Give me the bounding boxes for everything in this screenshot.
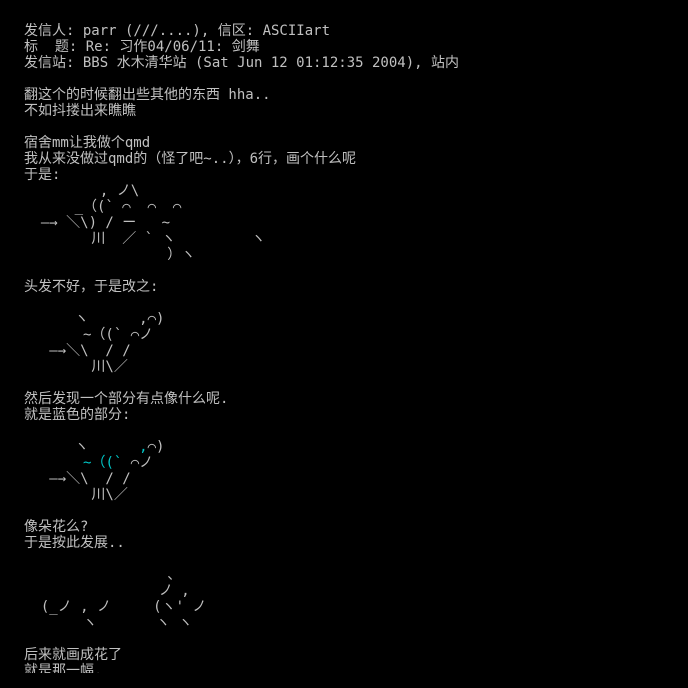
highlighted-part: ,	[139, 439, 148, 455]
terminal-screen: 发信人: parr (///....), 信区: ASCIIart 标 题: R…	[24, 23, 674, 673]
ascii-art-revised: ヽ ,⌒) ~（(` ⌒ノ ―→＼\ / / 川\／	[24, 311, 674, 375]
blank-line	[24, 263, 674, 279]
body-text-line: 后来就画成花了	[24, 647, 122, 663]
highlighted-part: ~（(`	[83, 455, 123, 471]
ascii-art-line: 川\／	[24, 359, 128, 375]
ascii-art-line: 川 ／ ` ヽ ヽ	[24, 231, 266, 247]
body-text-line: 于是按此发展..	[24, 535, 125, 551]
ascii-art-flowers: 、 ノ , (_ノ , ノ (ヽ' ノ ヽ ヽ ヽ	[24, 567, 674, 631]
body-text-line: 不如抖搂出来瞧瞧	[24, 103, 136, 119]
body-text-line: 于是:	[24, 167, 61, 183]
header-site: 发信站: BBS 水木清华站 (Sat Jun 12 01:12:35 2004…	[24, 55, 460, 71]
body-text-line: 宿舍mm让我做个qmd	[24, 135, 151, 151]
ascii-art-line: ~（(` ⌒ノ	[24, 327, 154, 343]
ascii-art-line: ）ヽ	[24, 247, 196, 263]
blank-line	[24, 551, 674, 567]
ascii-art-line: _（(` ⌒ ⌒ ⌒	[24, 199, 182, 215]
body-text-line: 就是蓝色的部分:	[24, 407, 131, 423]
header-title: 标 题: Re: 习作04/06/11: 剑舞	[24, 39, 260, 55]
ascii-art-line: , ノ\	[24, 183, 140, 199]
ascii-art-line: ―→＼\ / /	[24, 343, 131, 359]
body-text-line: 头发不好，于是改之:	[24, 279, 159, 295]
blank-line	[24, 375, 674, 391]
ascii-art-sword-dance: , ノ\ _（(` ⌒ ⌒ ⌒ ―→ ＼\) / ー ~ 川 ／ ` ヽ ヽ ）…	[24, 183, 674, 263]
blank-line	[24, 423, 674, 439]
ascii-art-line: ヽ ,⌒)	[24, 439, 165, 455]
ascii-art-line: 川\／	[24, 487, 128, 503]
blank-line	[24, 631, 674, 647]
blank-line	[24, 119, 674, 135]
ascii-art-highlighted: ヽ ,⌒) ~（(` ⌒ノ ―→＼\ / / 川\／	[24, 439, 674, 503]
ascii-art-line: ―→ ＼\) / ー ~	[24, 215, 171, 231]
body-text-line: 就是那一幅.	[24, 663, 103, 673]
blank-line	[24, 503, 674, 519]
body-text-line: 然后发现一个部分有点像什么呢.	[24, 391, 229, 407]
blank-line	[24, 295, 674, 311]
body-text-line: 我从来没做过qmd的（怪了吧~..），6行，画个什么呢	[24, 151, 356, 167]
ascii-art-line: ヽ ,⌒)	[24, 311, 165, 327]
body-text-line: 像朵花么?	[24, 519, 89, 535]
ascii-art-line: ―→＼\ / /	[24, 471, 131, 487]
blank-line	[24, 71, 674, 87]
ascii-art-line: (_ノ , ノ (ヽ' ノ	[24, 599, 207, 615]
ascii-art-line: ノ ,	[24, 583, 190, 599]
ascii-art-line: ~（(` ⌒ノ	[83, 455, 154, 471]
ascii-art-line: ヽ ヽ ヽ	[24, 615, 193, 631]
header-from: 发信人: parr (///....), 信区: ASCIIart	[24, 23, 331, 39]
ascii-art-line: 、	[24, 567, 182, 583]
body-text-line: 翻这个的时候翻出些其他的东西 hha..	[24, 87, 271, 103]
